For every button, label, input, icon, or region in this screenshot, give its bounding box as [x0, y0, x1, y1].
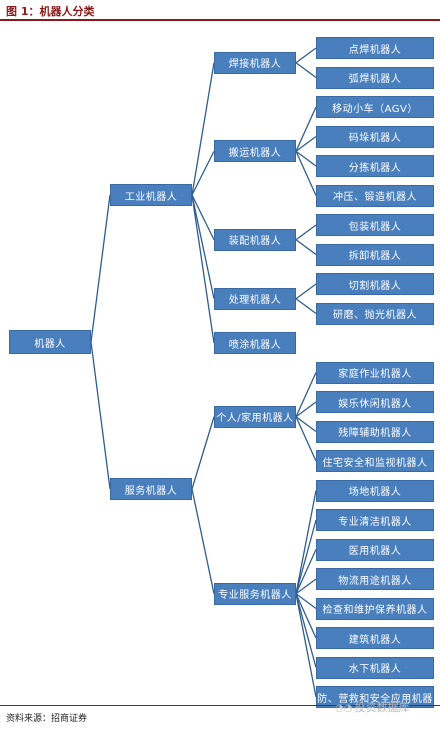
- connector-root-1-0-2: [295, 416, 317, 433]
- node-l3-root-1-1-3: 物流用途机器人: [316, 568, 434, 590]
- node-l3-root-1-0-3: 住宅安全和监视机器人: [316, 450, 434, 472]
- node-l2-root-0-3: 处理机器人: [214, 287, 296, 310]
- connector-root-1-0-3: [295, 416, 317, 462]
- connector-root-1-1-7: [295, 593, 317, 698]
- connector-root-0-0-0: [295, 47, 317, 64]
- node-l3-root-0-3-1: 研磨、抛光机器人: [316, 302, 434, 325]
- connector-root-1-1-6: [295, 593, 317, 668]
- connector-root-0-1-2: [295, 150, 317, 167]
- connector-root-0-0: [191, 62, 215, 196]
- node-root: 机器人: [9, 330, 91, 354]
- connector-root-0-3: [191, 194, 215, 299]
- node-l3-root-0-1-3: 冲压、锻造机器人: [316, 184, 434, 207]
- node-l3-root-1-1-6: 水下机器人: [316, 656, 434, 679]
- connector-root-0-3-1: [295, 298, 317, 315]
- watermark-text: 投资数据库: [354, 701, 410, 714]
- watermark: ◔◔投资数据库: [335, 699, 409, 715]
- bottom-rule: [0, 705, 440, 706]
- node-l3-root-0-3-0: 切割机器人: [316, 273, 434, 295]
- node-l3-root-1-0-2: 残障辅助机器人: [316, 420, 434, 443]
- node-l3-root-1-1-4: 检查和维护保养机器人: [316, 597, 434, 620]
- connector-root-0: [90, 194, 111, 343]
- node-l3-root-0-1-1: 码垛机器人: [316, 125, 434, 148]
- connector-root-0-1-3: [295, 150, 317, 196]
- node-l2-root-1-1: 专业服务机器人: [214, 582, 296, 605]
- connector-root-1-1-3: [295, 578, 317, 595]
- node-l3-root-1-1-0: 场地机器人: [316, 479, 434, 502]
- connector-root-0-4: [191, 194, 215, 344]
- source-note: 资料来源：招商证券: [6, 714, 88, 724]
- connector-root-1-0-1: [295, 401, 317, 418]
- connector-root-0-1: [191, 150, 215, 196]
- node-l2-root-0-0: 焊接机器人: [214, 51, 296, 74]
- node-l3-root-0-2-0: 包装机器人: [316, 214, 434, 236]
- connector-root-1-1-4: [295, 593, 317, 610]
- node-l2-root-0-1: 搬运机器人: [214, 140, 296, 163]
- node-l3-root-1-0-0: 家庭作业机器人: [316, 361, 434, 384]
- top-rule: [0, 19, 440, 21]
- connector-root-0-2-1: [295, 239, 317, 256]
- node-l1-root-0: 工业机器人: [110, 184, 192, 206]
- connector-root-0-1-0: [295, 106, 317, 152]
- node-l2-root-0-2: 装配机器人: [214, 228, 296, 251]
- connector-root-0-2-0: [295, 224, 317, 241]
- connector-root-0-0-1: [295, 62, 317, 79]
- connector-root-1-1: [191, 488, 215, 594]
- node-l3-root-1-1-1: 专业清洁机器人: [316, 509, 434, 531]
- node-l3-root-0-0-0: 点焊机器人: [316, 37, 434, 59]
- node-l3-root-1-1-5: 建筑机器人: [316, 627, 434, 649]
- node-l3-root-1-1-7: 国防、营救和安全应用机器人: [316, 686, 434, 708]
- connector-root-1-1-1: [295, 519, 317, 594]
- connector-root-1-1-0: [295, 490, 317, 594]
- figure-title: 图 1：机器人分类: [6, 5, 95, 18]
- node-l3-root-0-1-0: 移动小车（AGV）: [316, 96, 434, 118]
- node-l3-root-1-1-2: 医用机器人: [316, 538, 434, 561]
- connector-root-0-3-0: [295, 283, 317, 300]
- connector-root-1-1-5: [295, 593, 317, 639]
- node-l3-root-0-2-1: 拆卸机器人: [316, 243, 434, 266]
- connector-root-1-1-2: [295, 549, 317, 595]
- node-l3-root-0-1-2: 分拣机器人: [316, 155, 434, 177]
- connector-root-1-0: [191, 416, 215, 490]
- node-l1-root-1: 服务机器人: [110, 478, 192, 500]
- wechat-icon: ◔◔: [335, 703, 353, 714]
- node-l3-root-1-0-1: 娱乐休闲机器人: [316, 391, 434, 413]
- node-l2-root-0-4: 喷涂机器人: [214, 332, 296, 354]
- connector-root-0-1-1: [295, 135, 317, 152]
- connector-root-1: [90, 341, 111, 490]
- connector-root-0-2: [191, 194, 215, 241]
- connector-root-1-0-0: [295, 372, 317, 418]
- node-l3-root-0-0-1: 弧焊机器人: [316, 66, 434, 89]
- node-l2-root-1-0: 个人/家用机器人: [214, 405, 296, 428]
